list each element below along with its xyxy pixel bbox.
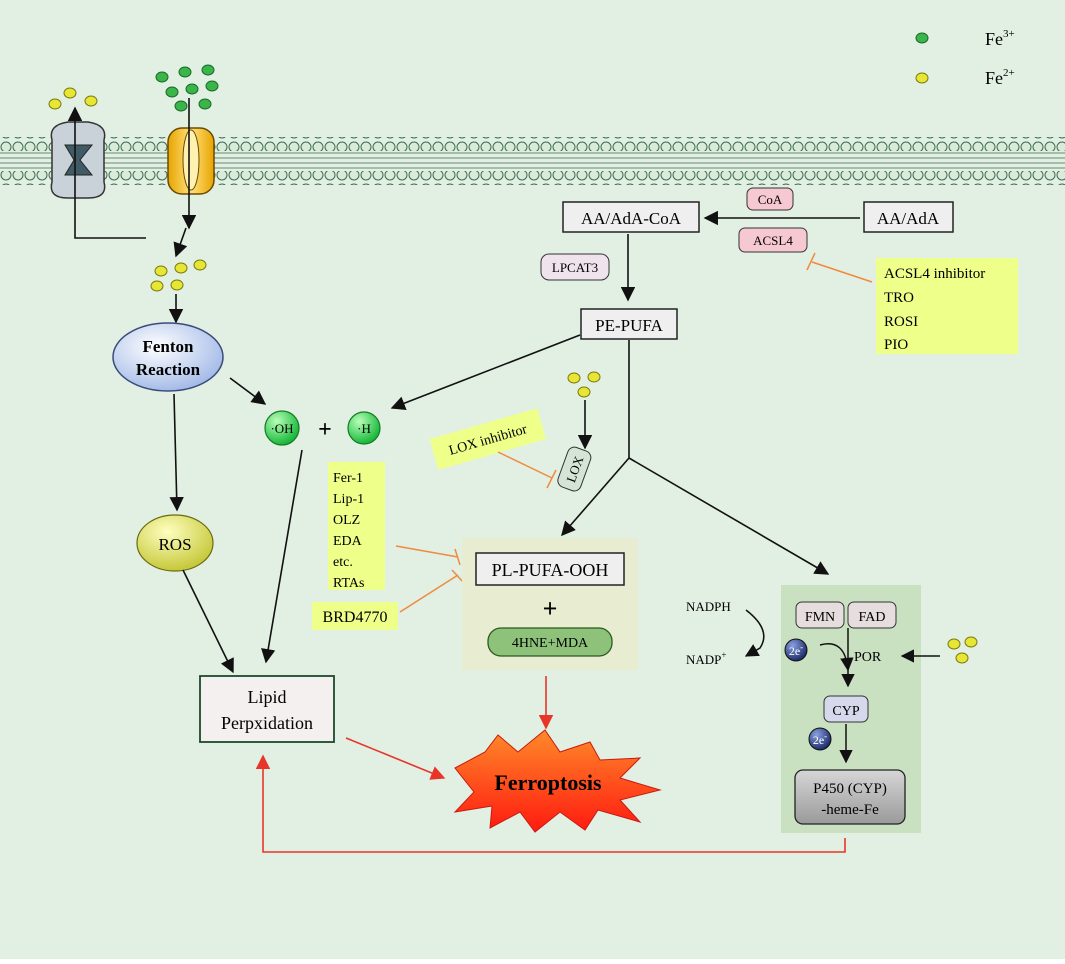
lpcat3-label: LPCAT3 (552, 260, 598, 275)
fad-label: FAD (859, 610, 886, 625)
nadp-label: NADP+ (686, 650, 726, 667)
aa-ada-label: AA/AdA (877, 209, 940, 228)
lipid-label-2: Perpxidation (221, 713, 313, 733)
electron-2-label: 2e- (813, 731, 827, 747)
radical-inhibitor-3: EDA (333, 534, 363, 549)
por-label: POR (854, 650, 882, 665)
coa-label: CoA (758, 192, 783, 207)
pl-pufa-inhibition-lines (395, 545, 464, 613)
aa-ada-node: AA/AdA (863, 201, 954, 233)
pe-pufa-label: PE-PUFA (595, 316, 663, 335)
pl-plus-sign: + (543, 594, 558, 623)
fe2-dots-cytosol (150, 259, 207, 292)
electron-1-label: 2e- (789, 642, 803, 658)
fe3-legend-dot (915, 32, 929, 44)
nadph-label: NADPH (686, 599, 731, 614)
fe3-legend-label: Fe3+ (985, 28, 1015, 49)
branch-to-p450-arrow (628, 457, 830, 575)
fe3-dots-import (155, 64, 219, 112)
lipid-peroxidation-node: Lipid Perpxidation (199, 675, 335, 743)
hne-mda-label: 4HNE+MDA (512, 636, 589, 651)
fenton-to-ros-arrow (169, 393, 184, 512)
ferroptosis-node: Ferroptosis (453, 729, 662, 833)
aa-ada-coa-label: AA/AdA-CoA (581, 209, 682, 228)
radical-inhibitor-4: etc. (333, 555, 353, 570)
cell-membrane (0, 137, 1065, 185)
acsl4-inhibitor-box: ACSL4 inhibitor TRO ROSI PIO (876, 258, 1018, 354)
radical-inhibitor-1: Lip-1 (333, 492, 364, 507)
pe-pufa-to-h-arrow (390, 334, 581, 411)
acsl4-inhibitor-1: TRO (884, 290, 914, 306)
plus-sign: + (318, 417, 332, 443)
fmn-node: FMN (795, 601, 845, 629)
ros-node: ROS (136, 514, 214, 572)
pl-pufa-ooh-label: PL-PUFA-OOH (492, 560, 609, 580)
radical-inhibitor-box: Fer-1 Lip-1 OLZ EDA etc. RTAs (328, 462, 385, 591)
ros-label: ROS (158, 535, 191, 554)
ros-to-lipid-arrow (182, 569, 234, 674)
p450-label-1: P450 (CYP) (813, 781, 887, 797)
cyp-node: CYP (823, 695, 869, 723)
fenton-to-oh-arrow (229, 377, 267, 405)
hydroxyl-radical: ·OH (264, 410, 300, 446)
fad-node: FAD (847, 601, 897, 629)
lpcat3-node: LPCAT3 (540, 253, 610, 281)
fe2-legend-dot (915, 72, 929, 84)
hne-mda-node: 4HNE+MDA (487, 627, 613, 657)
fenton-label-2: Reaction (136, 360, 201, 379)
brd4770-box: BRD4770 (312, 602, 398, 630)
electron-1: 2e- (784, 638, 808, 662)
p450-label-2: -heme-Fe (821, 802, 879, 818)
radical-inhibitor-2: OLZ (333, 513, 360, 528)
radical-inhibitor-5: RTAs (333, 576, 365, 591)
lipid-label-1: Lipid (248, 687, 287, 707)
h-label: ·H (357, 421, 371, 436)
fenton-label-1: Fenton (143, 337, 195, 356)
fe2-dots-lox (567, 371, 601, 398)
acsl4-inhibition-line (806, 252, 873, 283)
oh-to-lipid-arrow (261, 449, 303, 664)
import-arrow-2 (173, 227, 188, 258)
acsl4-node: ACSL4 (738, 227, 808, 253)
fenton-reaction-node: Fenton Reaction (112, 322, 224, 392)
p450-node: P450 (CYP) -heme-Fe (794, 769, 906, 825)
lipid-to-ferroptosis-arrow (345, 737, 446, 780)
export-arrow (67, 106, 146, 239)
acsl4-inhibitor-3: PIO (884, 337, 908, 353)
brd4770-label: BRD4770 (323, 609, 388, 626)
fmn-label: FMN (805, 610, 835, 625)
hydrogen-radical: ·H (347, 411, 381, 445)
iron-import-channel (167, 127, 215, 195)
coa-node: CoA (746, 187, 794, 211)
branch-to-pl-arrow (561, 457, 630, 537)
legend: Fe3+ Fe2+ (915, 28, 1015, 88)
ferroportin-exporter (50, 121, 106, 199)
electron-2: 2e- (808, 727, 832, 751)
p450-to-lipid-feedback-arrow (255, 754, 846, 853)
oh-label: ·OH (270, 421, 293, 436)
pl-pufa-ooh-node: PL-PUFA-OOH (475, 552, 625, 586)
aa-ada-coa-node: AA/AdA-CoA (562, 201, 700, 233)
acsl4-label: ACSL4 (753, 233, 793, 248)
lox-node: LOX (557, 446, 592, 492)
acsl4-inhibitor-2: ROSI (884, 314, 918, 330)
pe-pufa-node: PE-PUFA (580, 308, 678, 340)
fe2-dots-p450 (947, 636, 978, 664)
radical-inhibitor-0: Fer-1 (333, 471, 363, 486)
acsl4-inhibitor-0: ACSL4 inhibitor (884, 266, 985, 282)
nadph-curve (744, 609, 765, 657)
fe2-legend-label: Fe2+ (985, 67, 1015, 88)
cyp-label: CYP (832, 704, 859, 719)
lox-inhibition-line (497, 451, 557, 489)
ferroptosis-label: Ferroptosis (494, 770, 602, 795)
fe2-dots-export (48, 87, 98, 110)
